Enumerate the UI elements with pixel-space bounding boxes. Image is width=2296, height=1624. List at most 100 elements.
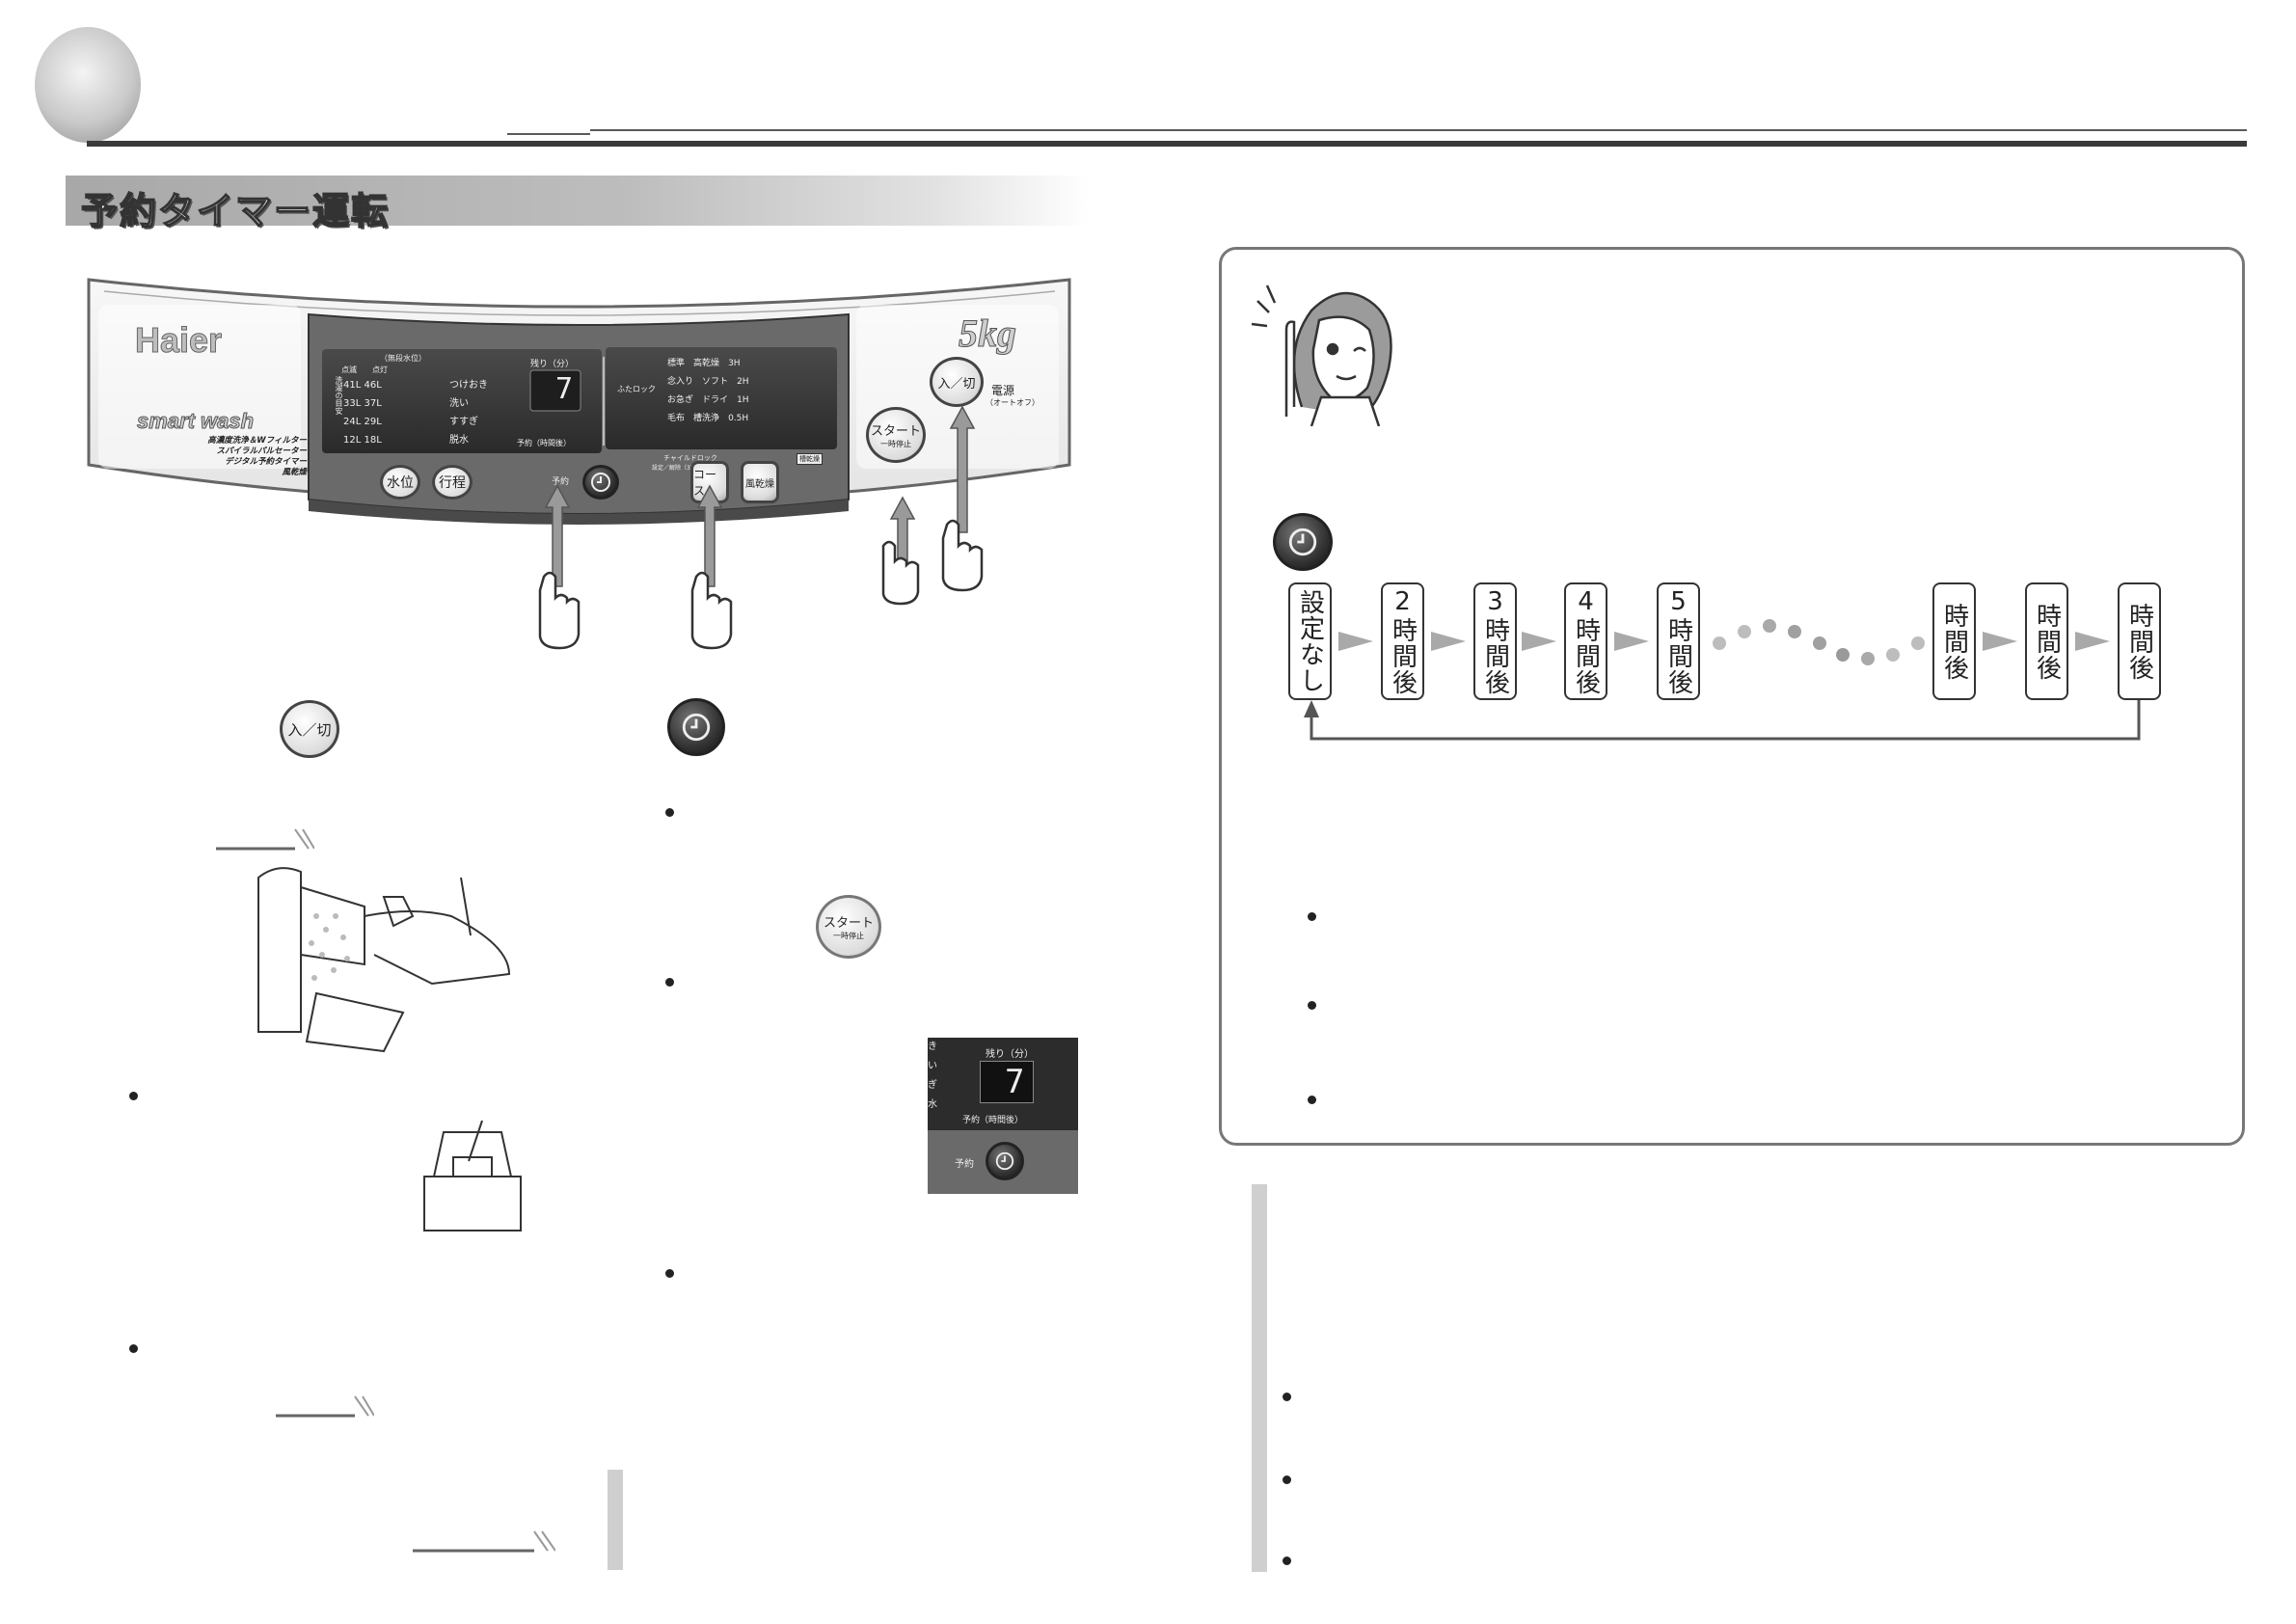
woman-illustration (1251, 284, 1392, 426)
tip-timer-icon (1273, 513, 1333, 571)
timer-step: 時間後 (2025, 582, 2068, 700)
water-level-header: （無段水位） (380, 354, 426, 363)
ellipsis-dot (1763, 619, 1776, 633)
water-col-head-2: 点灯 (372, 365, 388, 374)
feature-list: 高濃度洗浄＆Wフィルター スパイラルパルセーター デジタル予約タイマー 風乾燥 (143, 436, 307, 478)
water-row: 41L 46L (343, 380, 382, 391)
ellipsis-dot (1886, 648, 1900, 662)
ellipsis-dot (1713, 636, 1726, 650)
power-label: 電源 (991, 384, 1015, 397)
air-dry-button[interactable]: 風乾燥 (741, 461, 779, 503)
section-title: 予約タイマー運転 (80, 189, 391, 233)
bullet (665, 808, 674, 817)
step-arrow (2075, 632, 2110, 651)
water-row: 33L 37L (343, 398, 382, 409)
timer-indicator-label: 予約（時間後） (517, 439, 571, 447)
bullet (1283, 1556, 1291, 1565)
note-side-strip (608, 1470, 623, 1570)
start-sub-label: 一時停止 (880, 440, 911, 448)
power-button-icon: 入／切 (280, 700, 339, 758)
ellipsis-dot (1861, 652, 1875, 665)
closeup-button-label: 予約 (955, 1159, 974, 1170)
ellipsis-dot (1813, 636, 1826, 650)
closeup-timer-button (986, 1142, 1024, 1180)
course-list: 標準 高乾燥 3H 念入り ソフト 2H お急ぎ ドライ 1H 毛布 槽洗浄 0… (667, 355, 831, 428)
water-row: 24L 29L (343, 417, 382, 427)
product-name: smart wash (136, 409, 255, 434)
washer-lid-illustration (423, 1120, 522, 1232)
ellipsis-dot (1911, 636, 1925, 650)
ellipsis-dot (1788, 625, 1801, 638)
header-rule-thin-2 (590, 129, 2247, 131)
small-arrow-1 (216, 828, 314, 851)
remaining-label: 残り（分） (530, 360, 575, 369)
closeup-side-list: き い ぎ 水 (928, 1042, 937, 1110)
bullet (1308, 1001, 1316, 1010)
dry-after-badge: 槽乾燥 (797, 453, 823, 465)
step-arrow (1338, 632, 1373, 651)
lid-lock-label: ふたロック (617, 385, 656, 393)
timer-step-none: 設定なし (1288, 582, 1332, 700)
course-row: 標準 高乾燥 3H (667, 359, 741, 368)
power-sub-label: （オートオフ） (986, 398, 1040, 407)
remaining-value: 7 (555, 372, 574, 406)
start-label: スタート (870, 424, 921, 439)
capacity-logo: 5kg (959, 311, 1017, 356)
child-lock-label: チャイルドロック (663, 454, 717, 462)
press-arrows-right (881, 405, 984, 606)
start-icon-sub: 一時停止 (833, 932, 864, 940)
timer-step: 5時間後 (1657, 582, 1700, 700)
process-item: つけおき (449, 380, 488, 391)
closeup-digit: 7 (1005, 1063, 1025, 1101)
clock-icon (995, 1151, 1014, 1171)
control-panel: Haier 5kg smart wash 高濃度洗浄＆Wフィルター スパイラルパ… (85, 276, 1073, 536)
bullet (665, 1269, 674, 1278)
course-row: 念入り ソフト 2H (667, 377, 749, 387)
clock-icon (682, 713, 711, 742)
small-arrow-3 (413, 1530, 555, 1553)
water-level-list: 41L 46L 33L 37L 24L 29L 12L 18L (343, 376, 401, 449)
timer-step: 2時間後 (1381, 582, 1424, 700)
course-row: お急ぎ ドライ 1H (667, 395, 749, 405)
start-pause-button[interactable]: スタート 一時停止 (866, 407, 926, 463)
step-arrow (1431, 632, 1466, 651)
step-arrow (1614, 632, 1649, 651)
header-circle-decoration (35, 27, 141, 143)
display-closeup: き い ぎ 水 残り（分） 7 予約（時間後） 予約 (928, 1038, 1078, 1194)
timer-button[interactable] (582, 465, 619, 500)
course-row: 毛布 槽洗浄 0.5H (667, 414, 749, 423)
header-rule (87, 141, 2247, 147)
bullet (129, 1092, 138, 1100)
closeup-remaining-label: 残り（分） (986, 1049, 1034, 1060)
step-arrow (1522, 632, 1556, 651)
step-arrow (1983, 632, 2017, 651)
timer-step: 時間後 (2118, 582, 2161, 700)
clock-icon (1288, 528, 1317, 556)
control-panel-graphic (87, 278, 1071, 525)
course-button[interactable]: コース (690, 461, 729, 503)
timer-button-label: 予約 (552, 477, 570, 487)
header-rule-thin-1 (507, 133, 590, 135)
water-row: 12L 18L (343, 435, 382, 446)
clock-icon (591, 473, 610, 492)
press-arrows-left (538, 484, 733, 650)
water-col-head-1: 点滅 (341, 365, 357, 374)
bullet (129, 1344, 138, 1353)
water-side-label: 洗濯の目安 (335, 376, 343, 415)
closeup-timer-label: 予約（時間後） (962, 1116, 1024, 1125)
ellipsis-dot (1836, 648, 1850, 662)
process-list: つけおき 洗い すすぎ 脱水 (449, 376, 507, 449)
start-button-icon: スタート 一時停止 (816, 895, 881, 959)
feature-4: 風乾燥 (282, 468, 307, 477)
feature-1: 高濃度洗浄＆Wフィルター (207, 436, 307, 446)
ellipsis-dot (1738, 625, 1751, 638)
process-button[interactable]: 行程 (432, 465, 473, 500)
water-level-button[interactable]: 水位 (380, 465, 420, 500)
power-button[interactable]: 入／切 (930, 357, 984, 407)
start-icon-label: スタート (823, 916, 874, 931)
bullet (1308, 912, 1316, 921)
timer-step: 時間後 (1932, 582, 1976, 700)
child-lock-sub: 設定／解除（3秒押し） (652, 465, 714, 472)
feature-2: スパイラルパルセーター (216, 447, 307, 456)
bullet (1308, 1096, 1316, 1104)
